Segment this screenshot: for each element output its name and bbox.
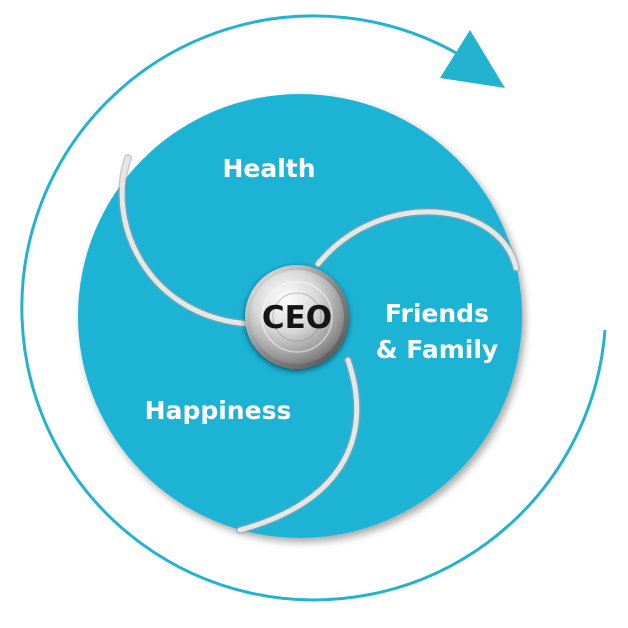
segment-label-happiness: Happiness — [145, 396, 292, 425]
segment-label-health: Health — [222, 154, 315, 183]
segment-separators — [118, 154, 520, 534]
hub-label: CEO — [262, 300, 332, 336]
cycle-arrow-icon — [440, 30, 505, 88]
segment-label-friends-line1: Friends — [385, 299, 489, 328]
segment-label-friends-line2: & Family — [376, 335, 498, 364]
ceo-hub: CEO — [245, 265, 349, 369]
cycle-arrow-line — [20, 14, 607, 602]
cycle-arrow — [20, 14, 607, 602]
